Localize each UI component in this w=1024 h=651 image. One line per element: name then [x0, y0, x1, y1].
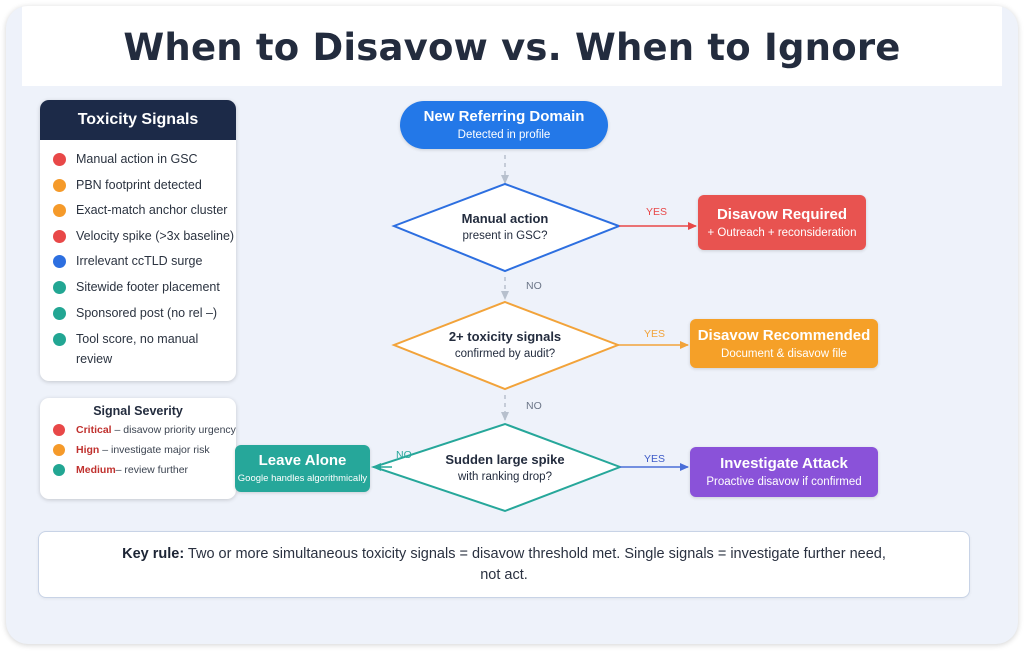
toxicity-signals-list: Manual action in GSC PBN footprint detec… [40, 140, 236, 370]
severity-row: Critical – disavow priority urgency [40, 420, 236, 440]
signal-label: Exact-match anchor cluster [76, 203, 228, 218]
outcome-subtitle: Proactive disavow if confirmed [706, 476, 862, 488]
signal-dot [53, 280, 66, 294]
list-item: Irrelevant ccTLD surge [40, 249, 236, 275]
severity-description: – review further [115, 464, 189, 476]
severity-description: – disavow priority urgency [111, 424, 236, 436]
key-rule-text: Key rule: Two or more simultaneous toxic… [114, 544, 894, 586]
decision-question: Manual action [461, 211, 549, 226]
edge-label-yes-toxicity: YES [644, 328, 666, 340]
edge-label-yes-spike: YES [644, 453, 666, 465]
outcome-disavow-required: Disavow Required + Outreach + reconsider… [698, 195, 866, 250]
severity-level: Medium [76, 464, 116, 476]
edge-label-no-toxicity: NO [526, 400, 542, 412]
signal-label: Manual action in GSC [76, 152, 198, 166]
outcome-leave-alone: Leave Alone Google handles algorithmical… [235, 445, 370, 492]
severity-level: Hign [76, 444, 100, 456]
signal-dot [53, 204, 66, 218]
edge-label-no-spike: NO [396, 449, 412, 461]
decision-sudden-spike: Sudden large spike with ranking drop? [425, 451, 585, 486]
severity-level: Critical [76, 424, 112, 436]
signal-dot [53, 178, 66, 192]
list-item: Velocity spike (>3x baseline) [40, 224, 236, 250]
key-rule-box: Key rule: Two or more simultaneous toxic… [38, 531, 970, 598]
decision-question: Sudden large spike [445, 452, 565, 467]
outcome-title: Disavow Required [716, 205, 848, 223]
key-rule-body: Two or more simultaneous toxicity signal… [184, 545, 886, 583]
signal-severity-heading: Signal Severity [93, 404, 183, 418]
signal-severity-panel: Signal Severity Critical – disavow prior… [40, 398, 236, 499]
signal-label: Velocity spike (>3x baseline) [76, 228, 235, 243]
outcome-investigate-attack: Investigate Attack Proactive disavow if … [690, 447, 878, 497]
toxicity-signals-panel: Toxicity Signals Manual action in GSC PB… [40, 100, 236, 381]
toxicity-signals-heading: Toxicity Signals [40, 100, 236, 140]
severity-dot [53, 424, 65, 436]
decision-subtext: present in GSC? [462, 230, 548, 242]
list-item: PBN footprint detected [40, 173, 236, 199]
decision-subtext: confirmed by audit? [454, 348, 556, 360]
list-item: Manual action in GSC [40, 147, 236, 173]
outcome-disavow-recommended: Disavow Recommended Document & disavow f… [690, 319, 878, 368]
signal-label: Tool score, no manual review [76, 332, 199, 367]
outcome-subtitle: Google handles algorithmically [237, 472, 368, 484]
signal-label: Sitewide footer placement [76, 279, 220, 294]
signal-dot [53, 306, 66, 320]
signal-dot [53, 153, 66, 166]
outcome-title: Investigate Attack [720, 455, 848, 472]
outcome-subtitle: Document & disavow file [721, 347, 847, 360]
signal-dot [53, 255, 66, 269]
list-item: Tool score, no manual review [40, 326, 236, 370]
severity-dot [53, 444, 65, 456]
decision-question: 2+ toxicity signals [448, 329, 562, 344]
severity-dot [53, 464, 65, 476]
signal-label: Sponsored post (no rel –) [76, 305, 218, 320]
edge-label-yes-manual: YES [646, 206, 668, 218]
severity-description: – investigate major risk [99, 444, 210, 456]
key-rule-label: Key rule: [122, 545, 185, 562]
start-node-subtitle: Detected in profile [457, 129, 551, 141]
decision-toxicity-signals: 2+ toxicity signals confirmed by audit? [425, 328, 585, 363]
edge-label-no-manual: NO [526, 280, 542, 292]
list-item: Exact-match anchor cluster [40, 198, 236, 224]
severity-row: Hign – investigate major risk [40, 440, 236, 460]
start-node-new-referring-domain: New Referring Domain Detected in profile [400, 101, 608, 149]
signal-label: PBN footprint detected [76, 177, 202, 192]
start-node-title: New Referring Domain [423, 108, 585, 125]
outcome-title: Disavow Recommended [697, 326, 871, 344]
list-item: Sitewide footer placement [40, 275, 236, 301]
signal-dot [53, 229, 66, 243]
decision-diamond-toxicity [391, 300, 621, 391]
decision-manual-action: Manual action present in GSC? [430, 210, 580, 245]
severity-row: Medium– review further [40, 460, 236, 480]
decision-subtext: with ranking drop? [458, 471, 552, 483]
list-item: Sponsored post (no rel –) [40, 301, 236, 327]
page-title: When to Disavow vs. When to Ignore [123, 26, 901, 69]
decision-diamond-manual-action [391, 182, 622, 273]
signal-dot [53, 333, 66, 347]
decision-diamond-spike [370, 422, 623, 513]
outcome-title: Leave Alone [258, 451, 347, 469]
signal-label: Irrelevant ccTLD surge [76, 254, 203, 269]
outcome-subtitle: + Outreach + reconsideration [707, 226, 857, 239]
title-band: When to Disavow vs. When to Ignore [22, 6, 1002, 86]
